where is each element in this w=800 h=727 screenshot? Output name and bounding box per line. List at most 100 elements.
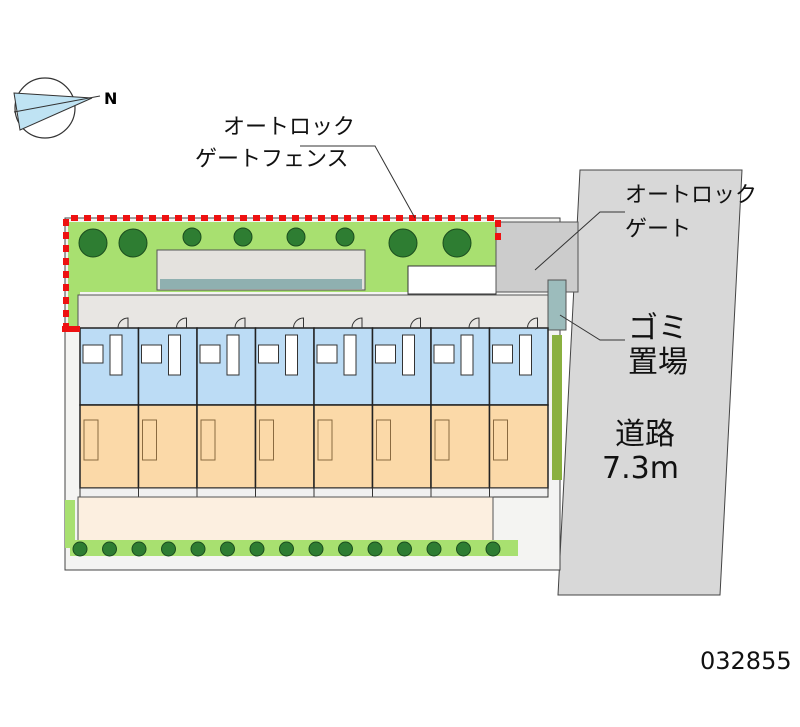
compass: N bbox=[13, 77, 117, 139]
corridor bbox=[77, 294, 549, 329]
kitchen bbox=[316, 344, 338, 364]
unit-wet-area bbox=[137, 327, 198, 406]
label-garbage-2: 置場 bbox=[628, 345, 688, 380]
tree-icon bbox=[335, 227, 355, 247]
kitchen bbox=[433, 344, 455, 364]
label-garbage-1: ゴミ bbox=[628, 311, 688, 346]
unit-wet-area bbox=[196, 327, 257, 406]
bath bbox=[285, 334, 298, 376]
tree-icon bbox=[485, 541, 501, 557]
tree-icon bbox=[72, 541, 88, 557]
tree-icon bbox=[249, 541, 265, 557]
property-code: 032855 bbox=[700, 647, 792, 675]
kitchen bbox=[258, 344, 279, 364]
door-icon bbox=[117, 317, 129, 329]
unit bbox=[313, 317, 374, 498]
tree-icon bbox=[102, 541, 117, 557]
balcony bbox=[138, 487, 198, 498]
unit-wet-area bbox=[313, 327, 374, 406]
tree-icon bbox=[279, 541, 294, 557]
tree-icon bbox=[286, 227, 306, 247]
kitchen bbox=[141, 344, 162, 364]
table-icon bbox=[493, 419, 508, 461]
door-icon bbox=[410, 317, 421, 329]
tree-icon bbox=[182, 227, 202, 247]
label-autolock-gate-1: オートロック bbox=[625, 183, 758, 208]
unit bbox=[196, 317, 257, 498]
unit-wet-area bbox=[371, 327, 432, 406]
unit-room bbox=[430, 404, 491, 489]
unit-room bbox=[137, 404, 198, 489]
parking-shade bbox=[160, 279, 362, 289]
label-autolock-fence-2: ゲートフェンス bbox=[195, 147, 349, 172]
hedge-west bbox=[65, 500, 75, 548]
tree-icon bbox=[190, 541, 206, 557]
road bbox=[557, 169, 743, 596]
unit-room bbox=[371, 404, 432, 489]
trees bbox=[72, 227, 501, 557]
unit bbox=[137, 317, 198, 498]
door-icon bbox=[234, 317, 246, 329]
unit-room bbox=[196, 404, 257, 489]
tree-icon bbox=[131, 541, 147, 557]
kitchen bbox=[375, 344, 396, 364]
garbage-area bbox=[547, 279, 567, 331]
door-icon bbox=[351, 317, 363, 329]
tree-icon bbox=[426, 541, 442, 557]
tree-icon bbox=[388, 228, 418, 258]
fence-autolock bbox=[63, 215, 501, 330]
label-road-1: 道路 bbox=[615, 417, 675, 452]
kitchen bbox=[199, 344, 221, 364]
unit-room bbox=[254, 404, 315, 489]
unit-room bbox=[488, 404, 549, 489]
door-icon bbox=[293, 317, 304, 329]
unit-wet-area bbox=[79, 327, 140, 406]
door-icon bbox=[527, 317, 538, 329]
door-icon bbox=[468, 317, 480, 329]
table-icon bbox=[200, 419, 216, 461]
balcony bbox=[430, 487, 490, 498]
garden-west bbox=[68, 222, 80, 332]
tree-icon bbox=[397, 541, 412, 557]
bath bbox=[168, 334, 181, 376]
tree-icon bbox=[220, 541, 235, 557]
kitchen bbox=[492, 344, 513, 364]
label-road-width: 7.3m bbox=[602, 451, 679, 486]
entrance-stairs bbox=[407, 265, 497, 295]
compass-north-label: N bbox=[104, 89, 117, 108]
table-icon bbox=[317, 419, 333, 461]
table-icon bbox=[83, 419, 99, 461]
tree-icon bbox=[338, 541, 353, 557]
units bbox=[79, 317, 549, 498]
balcony bbox=[313, 487, 373, 498]
leader-garbage bbox=[559, 314, 625, 341]
tree-icon bbox=[78, 228, 108, 258]
tree-icon bbox=[118, 228, 148, 258]
bath bbox=[519, 334, 532, 376]
balcony bbox=[372, 487, 432, 498]
balcony bbox=[196, 487, 256, 498]
unit bbox=[79, 317, 140, 498]
tree-icon bbox=[161, 541, 176, 557]
bath bbox=[109, 334, 123, 376]
tree-icon bbox=[233, 227, 253, 247]
table-icon bbox=[259, 419, 274, 461]
balcony bbox=[489, 487, 549, 498]
tree-icon bbox=[308, 541, 324, 557]
unit-wet-area bbox=[488, 327, 549, 406]
leader-fence bbox=[300, 145, 416, 219]
table-icon bbox=[434, 419, 450, 461]
parking-south bbox=[77, 496, 494, 546]
bath bbox=[460, 334, 474, 376]
bath bbox=[343, 334, 357, 376]
label-autolock-gate-2: ゲート bbox=[625, 217, 692, 242]
unit bbox=[254, 317, 315, 498]
balcony bbox=[79, 487, 139, 498]
unit bbox=[371, 317, 432, 498]
unit-wet-area bbox=[254, 327, 315, 406]
unit-room bbox=[313, 404, 374, 489]
tree-icon bbox=[456, 541, 471, 557]
hedge-east bbox=[552, 335, 562, 480]
